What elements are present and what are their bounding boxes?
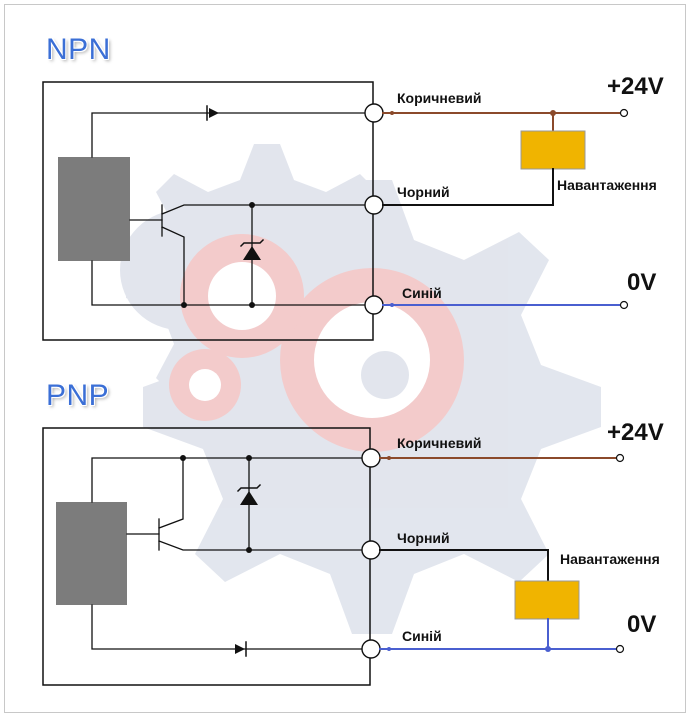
pnp-black-label: Чорний: [397, 530, 450, 546]
npn-transistor-icon: [129, 204, 374, 306]
diagram-frame: [4, 4, 686, 713]
pnp-black-terminal: [361, 540, 381, 560]
npn-load: [520, 130, 586, 170]
npn-brown-label: Коричневий: [397, 90, 482, 106]
npn-load-label: Навантаження: [557, 177, 657, 193]
npn-diode-icon: [206, 105, 219, 121]
pnp-title: PNP: [46, 379, 110, 412]
pnp-blue-label: Синій: [402, 628, 442, 644]
npn-black-label: Чорний: [397, 184, 450, 200]
pnp-blue-terminal: [361, 639, 381, 659]
pnp-sensor-block: [56, 502, 127, 605]
pnp-black-wire: [379, 549, 549, 582]
npn-sensor-block: [58, 157, 130, 261]
npn-zero-label: 0V: [627, 269, 657, 296]
pnp-plus-end: [615, 453, 625, 463]
pnp-brown-terminal: [361, 448, 381, 468]
npn-brown-terminal: [364, 103, 384, 123]
npn-black-wire: [382, 168, 554, 206]
npn-zero-end: [619, 300, 629, 310]
npn-blue-terminal: [364, 295, 384, 315]
npn-title: NPN: [46, 33, 111, 66]
pnp-zero-label: 0V: [627, 611, 657, 638]
pnp-load: [514, 580, 580, 620]
pnp-diode-icon: [235, 641, 247, 657]
npn-plus-label: +24V: [607, 73, 664, 100]
pnp-zener-icon: [180, 455, 262, 553]
npn-zener-icon: [181, 202, 265, 308]
pnp-plus-label: +24V: [607, 419, 664, 446]
pnp-zero-end: [615, 644, 625, 654]
npn-black-terminal: [364, 195, 384, 215]
pnp-brown-label: Коричневий: [397, 435, 482, 451]
npn-circuit: [42, 81, 629, 341]
pnp-circuit: [42, 427, 625, 686]
pnp-load-label: Навантаження: [560, 551, 660, 567]
gear-watermark: [120, 144, 601, 634]
npn-blue-label: Синій: [402, 285, 442, 301]
npn-plus-end: [619, 108, 629, 118]
pnp-transistor-icon: [126, 457, 371, 551]
